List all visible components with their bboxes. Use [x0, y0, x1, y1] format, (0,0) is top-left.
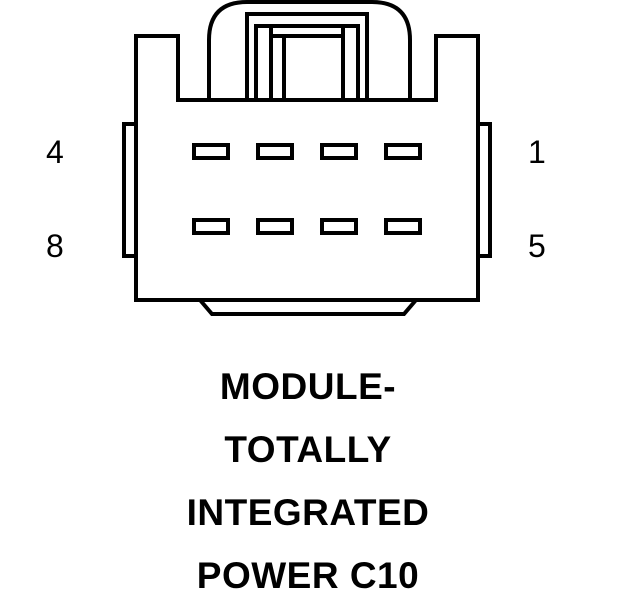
pin-label-8: 8	[46, 228, 64, 264]
caption-line-1: MODULE-	[219, 366, 397, 407]
pin-label-1: 1	[528, 134, 546, 170]
pin-cavity-6	[320, 218, 358, 235]
pin-cavity-2	[320, 143, 358, 160]
pin-label-4: 4	[46, 134, 64, 170]
caption-line-3: INTEGRATED	[186, 492, 430, 533]
pin-cavity-8	[192, 218, 230, 235]
pin-cavity-1	[384, 143, 422, 160]
bottom-key	[198, 298, 418, 316]
caption-line-4: POWER C10	[196, 555, 420, 596]
connector-latch	[207, 0, 412, 100]
connector-diagram	[122, 0, 492, 316]
pin-cavity-3	[256, 143, 294, 160]
caption-line-2: TOTALLY	[224, 429, 392, 470]
left-side-tab	[122, 122, 138, 258]
pin-cavity-5	[384, 218, 422, 235]
right-side-tab	[476, 122, 492, 258]
pin-label-5: 5	[528, 228, 546, 264]
pin-cavity-7	[256, 218, 294, 235]
pin-cavity-4	[192, 143, 230, 160]
connector-housing	[134, 34, 480, 302]
